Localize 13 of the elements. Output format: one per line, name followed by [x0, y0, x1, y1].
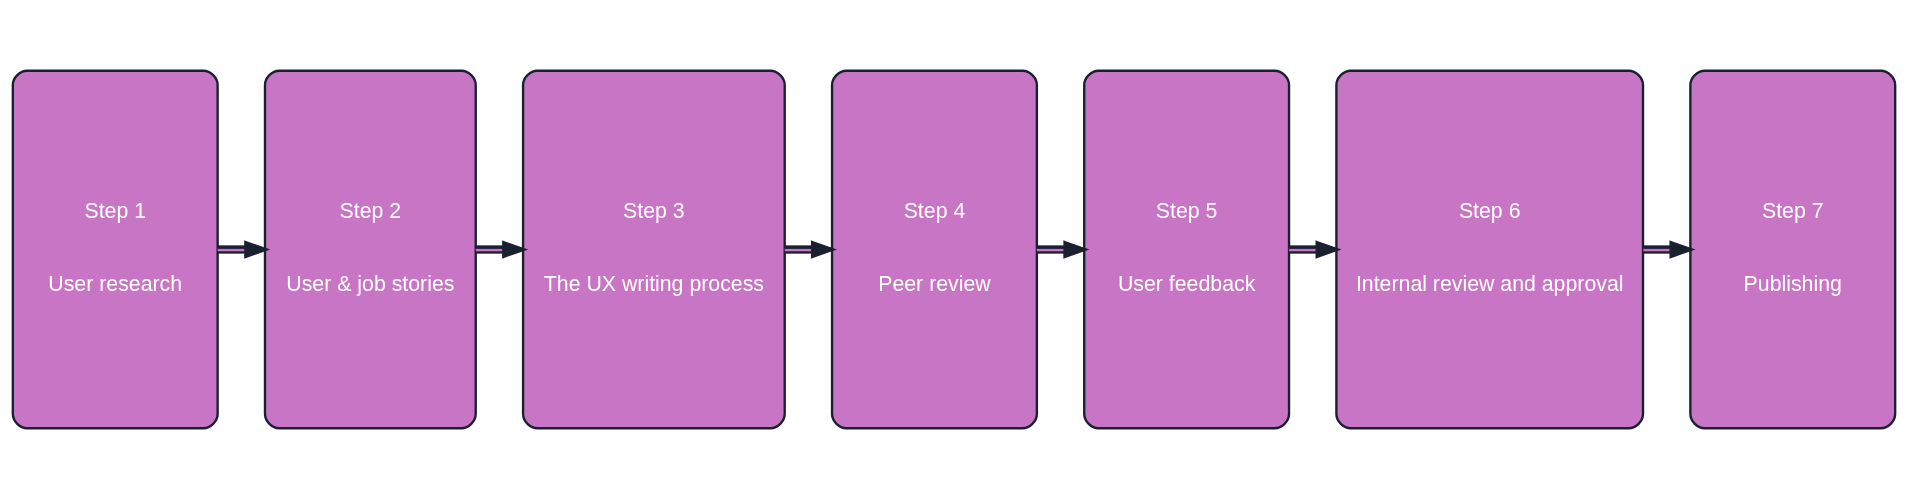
arrow — [784, 239, 838, 259]
node-box: Step 2 User & job stories — [263, 69, 477, 429]
arrow — [217, 239, 271, 259]
arrow — [1289, 239, 1342, 259]
node-box: Step 3 The UX writing process — [521, 69, 786, 429]
arrow — [1036, 239, 1090, 259]
arrow — [475, 239, 529, 259]
node-box: Step 1 User research — [11, 69, 219, 429]
node-box: Step 7 Publishing — [1689, 69, 1897, 429]
node-box: Step 4 Peer review — [830, 69, 1039, 429]
arrow — [1643, 239, 1696, 259]
node-box: Step 5 User feedback — [1083, 69, 1291, 429]
node-box: Step 6 Internal review and approval — [1335, 69, 1645, 429]
